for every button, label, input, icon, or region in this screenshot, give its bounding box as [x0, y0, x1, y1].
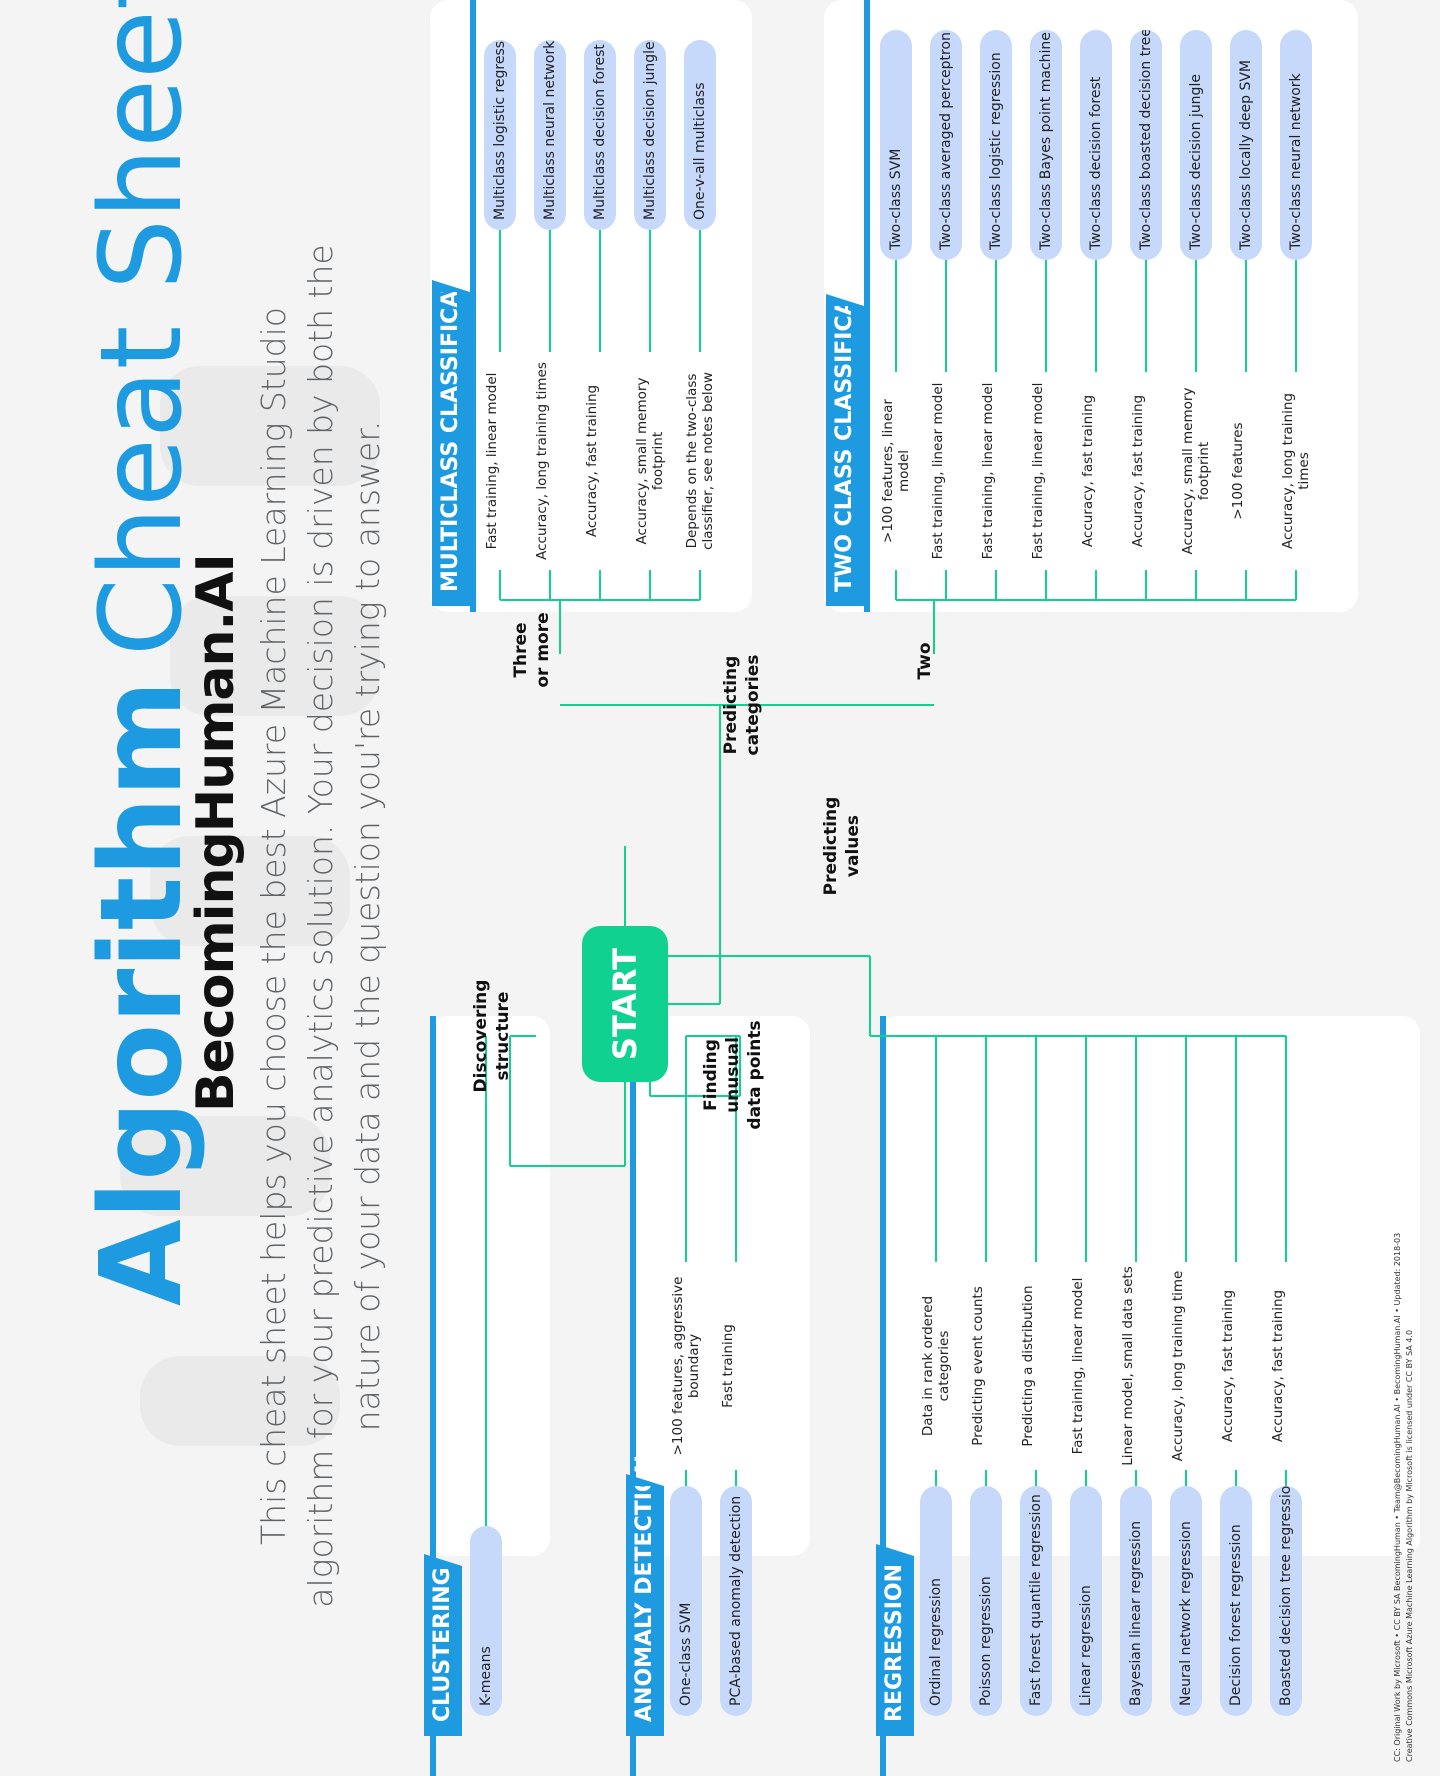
regression-note: Accuracy, fast training: [1270, 1289, 1286, 1443]
multiclass-algorithm-pill[interactable]: Multiclass logistic regression: [484, 40, 516, 230]
multiclass-algorithm-pill[interactable]: Multiclass neural network: [534, 40, 566, 230]
question-finding-unusual: Finding unusual data points: [701, 1020, 765, 1130]
twoclass-algorithm-pill[interactable]: Two-class Bayes point machine: [1030, 30, 1062, 260]
regression-note: Predicting event counts: [970, 1286, 986, 1446]
question-predicting-values: Predicting values: [821, 796, 863, 896]
multiclass-algorithm-pill[interactable]: Multiclass decision jungle: [634, 40, 666, 230]
regression-note: Fast training, linear model: [1070, 1277, 1086, 1455]
twoclass-note: Accuracy, small memory footprint: [1180, 387, 1212, 555]
regression-algorithm-pill[interactable]: Fast forest quantile regression: [1020, 1486, 1052, 1716]
twoclass-note: >100 features, linear model: [880, 399, 912, 543]
multiclass-note: Fast training, linear model: [484, 372, 500, 550]
multiclass-note: Depends on the two-class classifier, see…: [684, 372, 716, 550]
twoclass-note: >100 features: [1230, 422, 1246, 520]
regression-note: Accuracy, fast training: [1220, 1289, 1236, 1443]
twoclass-algorithm-pill[interactable]: Two-class SVM: [880, 30, 912, 260]
twoclass-note: Accuracy, long training times: [1280, 393, 1312, 549]
twoclass-algorithm-pill[interactable]: Two-class decision jungle: [1180, 30, 1212, 260]
anomaly-algorithm-pill[interactable]: One-class SVM: [670, 1486, 702, 1716]
twoclass-note: Fast training, linear model: [930, 382, 946, 560]
twoclass-note: Fast training, linear model: [1030, 382, 1046, 560]
question-two: Two: [915, 642, 935, 680]
anomaly-section-label: ANOMALY DETECTION: [626, 1455, 664, 1736]
multiclass-note: Accuracy, long training times: [534, 362, 550, 560]
multiclass-note: Accuracy, small memory footprint: [634, 377, 666, 545]
regression-algorithm-pill[interactable]: Ordinal regression: [920, 1486, 952, 1716]
twoclass-algorithm-pill[interactable]: Two-class averaged perceptron: [930, 30, 962, 260]
regression-algorithm-pill[interactable]: Neural network regression: [1170, 1486, 1202, 1716]
multiclass-algorithm-pill[interactable]: One-v-all multiclass: [684, 40, 716, 230]
footer-line-2: Creative Commons Microsoft Azure Machine…: [1405, 1329, 1414, 1762]
regression-algorithm-pill[interactable]: Bayesian linear regression: [1120, 1486, 1152, 1716]
twoclass-algorithm-pill[interactable]: Two-class logistic regression: [980, 30, 1012, 260]
question-three-or-more: Three or more: [511, 612, 553, 688]
multiclass-section-label: MULTICLASS CLASSIFICATION: [432, 232, 470, 606]
regression-algorithm-pill[interactable]: Decision forest regression: [1220, 1486, 1252, 1716]
regression-algorithm-pill[interactable]: Poisson regression: [970, 1486, 1002, 1716]
clustering-section-label: CLUSTERING: [424, 1566, 462, 1736]
regression-algorithm-pill[interactable]: Linear regression: [1070, 1486, 1102, 1716]
twoclass-section-label: TWO CLASS CLASSIFICATION: [826, 240, 864, 606]
footer-line-1: CC: Original Work by Microsoft • CC BY S…: [1393, 1232, 1402, 1762]
regression-note: Predicting a distribution: [1020, 1285, 1036, 1447]
twoclass-note: Accuracy, fast training: [1130, 394, 1146, 548]
regression-note: Linear model, small data sets: [1120, 1266, 1136, 1466]
clustering-algorithm-pill[interactable]: K-means: [470, 1526, 502, 1716]
twoclass-note: Accuracy, fast training: [1080, 394, 1096, 548]
question-predicting-categories: Predicting categories: [721, 654, 763, 756]
regression-algorithm-pill[interactable]: Boasted decision tree regression: [1270, 1486, 1302, 1716]
multiclass-algorithm-pill[interactable]: Multiclass decision forest: [584, 40, 616, 230]
twoclass-algorithm-pill[interactable]: Two-class decision forest: [1080, 30, 1112, 260]
regression-note: Data in rank ordered categories: [920, 1295, 952, 1437]
multiclass-note: Accuracy, fast training: [584, 384, 600, 538]
twoclass-algorithm-pill[interactable]: Two-class locally deep SVM: [1230, 30, 1262, 260]
anomaly-note: >100 features, aggressive boundary: [670, 1276, 702, 1456]
regression-section-label: REGRESSION: [876, 1556, 914, 1736]
twoclass-note: Fast training, linear model: [980, 382, 996, 560]
twoclass-algorithm-pill[interactable]: Two-class boasted decision tree: [1130, 30, 1162, 260]
regression-note: Accuracy, long training time: [1170, 1270, 1186, 1462]
anomaly-note: Fast training: [720, 1324, 736, 1408]
twoclass-algorithm-pill[interactable]: Two-class neural network: [1280, 30, 1312, 260]
anomaly-algorithm-pill[interactable]: PCA-based anomaly detection: [720, 1486, 752, 1716]
question-discovering-structure: Discovering structure: [471, 979, 513, 1093]
start-node: START: [582, 926, 668, 1082]
